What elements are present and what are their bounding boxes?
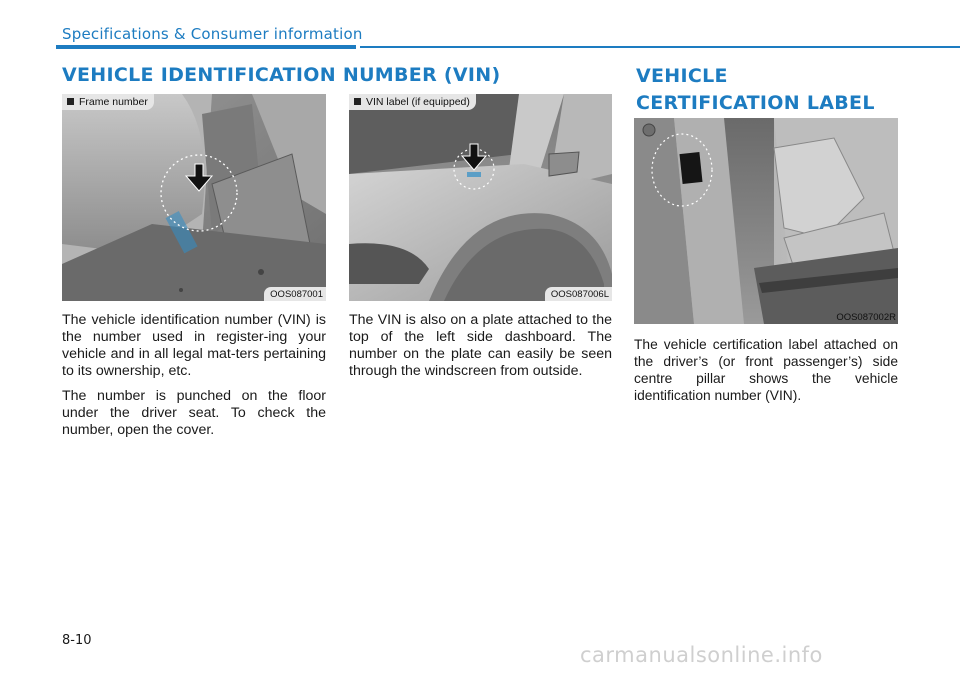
vin-description-column-1: The vehicle identification number (VIN) … bbox=[62, 312, 326, 447]
watermark: carmanualsonline.info bbox=[580, 643, 823, 667]
certification-heading: VEHICLE CERTIFICATION LABEL bbox=[636, 65, 875, 114]
vin-label-illustration bbox=[349, 94, 612, 301]
certification-paragraph: The vehicle certification label attached… bbox=[634, 337, 898, 403]
vin-heading: VEHICLE IDENTIFICATION NUMBER (VIN) bbox=[62, 64, 501, 86]
vin-paragraph-3: The VIN is also on a plate attached to t… bbox=[349, 312, 612, 379]
header-rule-thick bbox=[56, 45, 356, 49]
frame-number-figure: Frame number OOS087001 bbox=[62, 94, 326, 301]
vin-paragraph-2: The number is punched on the floor under… bbox=[62, 388, 326, 438]
square-bullet-icon bbox=[354, 98, 361, 105]
frame-number-label: Frame number bbox=[62, 94, 154, 110]
certification-figure-code: OOS087002R bbox=[836, 312, 896, 323]
section-title: Specifications & Consumer information bbox=[62, 25, 363, 43]
certification-description: The vehicle certification label attached… bbox=[634, 336, 898, 412]
page-number: 8-10 bbox=[62, 633, 92, 648]
frame-number-illustration bbox=[62, 94, 326, 301]
vin-description-column-2: The VIN is also on a plate attached to t… bbox=[349, 312, 612, 388]
vin-label-figure-code: OOS087006L bbox=[544, 287, 612, 301]
certification-label-figure: OOS087002R bbox=[634, 118, 898, 324]
vin-paragraph-1: The vehicle identification number (VIN) … bbox=[62, 312, 326, 379]
square-bullet-icon bbox=[67, 98, 74, 105]
vin-label-figure: VIN label (if equipped) OOS087006L bbox=[349, 94, 612, 301]
frame-number-figure-code: OOS087001 bbox=[264, 287, 326, 301]
certification-label-illustration bbox=[634, 118, 898, 324]
header-rule-thin bbox=[360, 46, 960, 48]
vin-label-caption: VIN label (if equipped) bbox=[349, 94, 476, 110]
